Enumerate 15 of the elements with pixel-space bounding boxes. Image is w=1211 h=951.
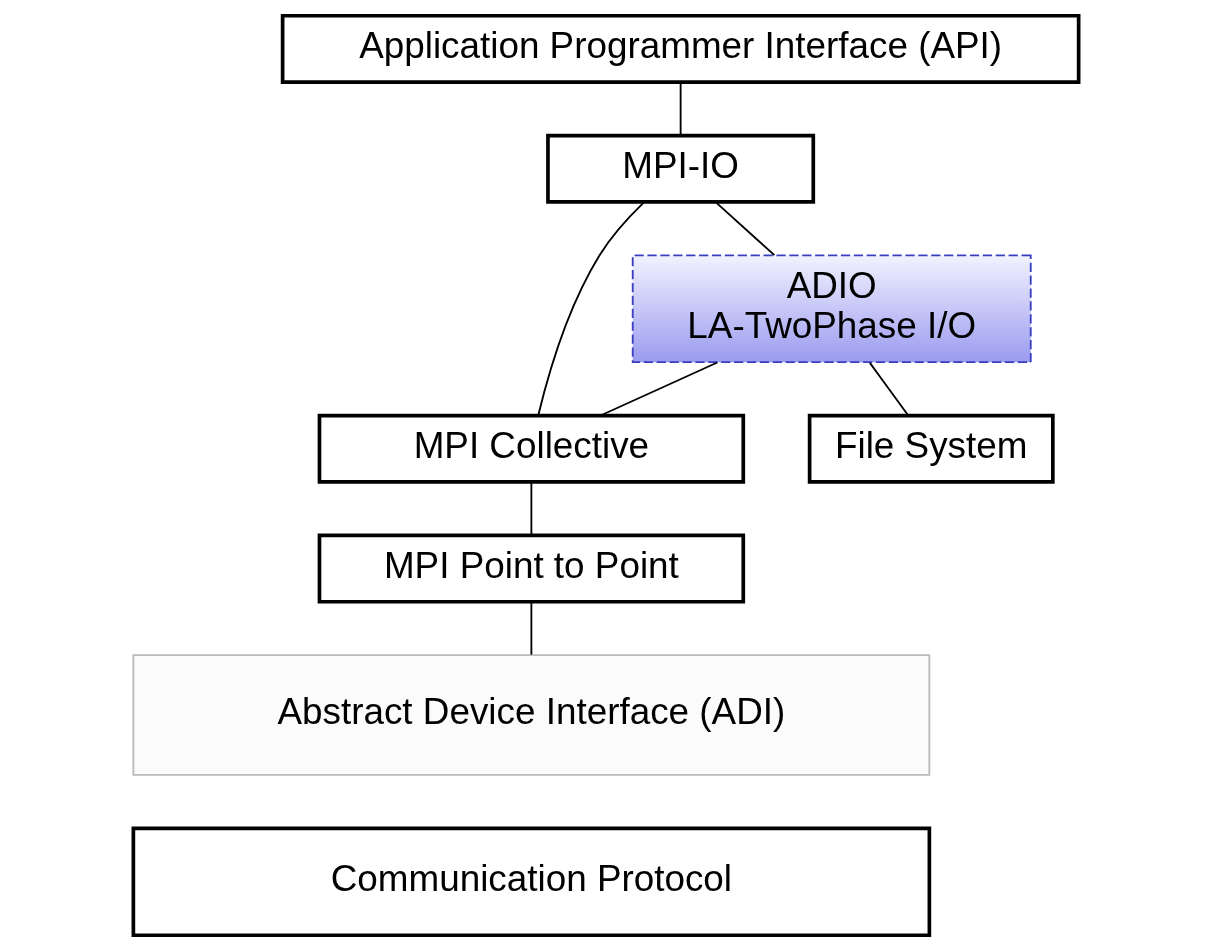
connector (679, 81, 682, 137)
connector (529, 601, 532, 656)
node-box: Communication Protocol (131, 826, 931, 938)
connector (529, 481, 532, 536)
node-box: Abstract Device Interface (ADI) (131, 654, 930, 776)
node-box: ADIO LA-TwoPhase I/O (631, 254, 1032, 364)
node-box: MPI-IO (545, 133, 815, 204)
connector (599, 361, 718, 417)
connector (868, 362, 909, 417)
node-box: MPI Point to Point (317, 533, 745, 604)
connector (714, 201, 775, 257)
node-box: MPI Collective (317, 413, 745, 484)
connector (536, 201, 645, 417)
node-box: Application Programmer Interface (API) (280, 13, 1080, 84)
node-box: File System (807, 413, 1055, 484)
